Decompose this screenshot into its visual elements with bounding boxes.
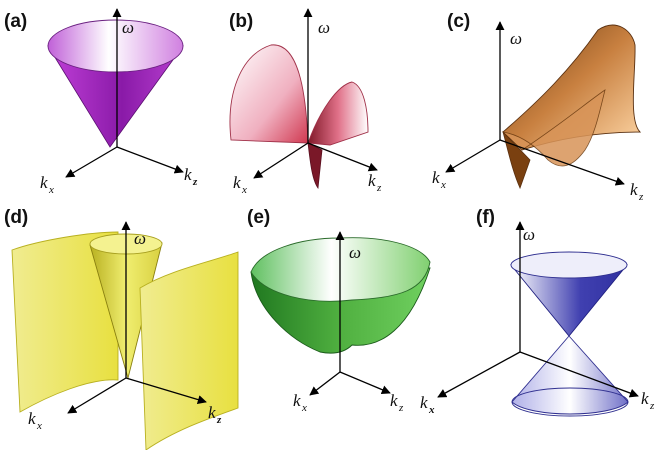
kx-axis-f (437, 351, 521, 398)
kx-label-c: k (432, 168, 440, 187)
kz-sub-a: z (192, 176, 198, 188)
kx-sub-e: x (301, 402, 307, 414)
kz-label-d: k (208, 403, 216, 422)
kx-axis-a (65, 146, 118, 178)
omega-label-e: ω (349, 243, 361, 262)
kz-sub-c: z (638, 191, 644, 203)
panel-c: (c) ω k x k z (432, 11, 644, 203)
kx-sub-b: x (241, 184, 247, 196)
panel-b: (b) ω k x k z (229, 8, 382, 196)
kz-label-f: k (641, 389, 649, 408)
omega-label-a: ω (122, 18, 134, 37)
panel-f: (f) ω k x k z (420, 207, 655, 417)
panel-label-c: (c) (447, 11, 470, 32)
omega-label-b: ω (318, 18, 330, 37)
kz-sub-f: z (649, 400, 655, 412)
panel-e: (e) ω k x k z (247, 207, 431, 414)
panel-label-e: (e) (247, 207, 270, 228)
kz-axis-b (307, 142, 378, 172)
kx-axis-c (445, 139, 501, 173)
panel-label-b: (b) (229, 11, 253, 32)
panel-label-a: (a) (4, 11, 27, 32)
panel-d: (d) ω k x k z (4, 207, 239, 450)
omega-label-c: ω (510, 29, 522, 48)
kz-label-b: k (368, 171, 376, 190)
kx-axis-d (67, 377, 127, 414)
omega-label-d: ω (134, 229, 146, 248)
kx-sub-c: x (440, 179, 446, 191)
kz-label-a: k (184, 165, 192, 184)
panel-label-d: (d) (4, 207, 28, 228)
kx-sub-a: x (48, 184, 54, 196)
kz-axis-a (116, 146, 184, 174)
kz-label-e: k (390, 391, 398, 410)
kz-axis-e (339, 371, 391, 395)
kx-label-b: k (233, 173, 241, 192)
kx-axis-e (309, 371, 341, 396)
panel-a: (a) ω k x k z (4, 8, 198, 196)
surface-c (501, 24, 642, 190)
surface-d (11, 231, 239, 450)
kz-sub-e: z (398, 402, 404, 414)
kz-axis-c (499, 139, 625, 186)
kx-label-f: k (420, 393, 428, 412)
double-cone-surface-f (510, 251, 629, 417)
kz-label-c: k (630, 180, 638, 199)
cone-surface-a (47, 19, 184, 148)
omega-label-f: ω (523, 225, 535, 244)
kx-label-a: k (40, 173, 48, 192)
panel-label-f: (f) (476, 207, 495, 228)
kx-sub-f: x (428, 404, 435, 416)
kz-axis-d (125, 377, 207, 405)
kx-label-d: k (28, 409, 36, 428)
kz-sub-d: z (216, 414, 222, 426)
kz-sub-b: z (376, 182, 382, 194)
kx-axis-b (253, 142, 309, 179)
kx-label-e: k (293, 391, 301, 410)
kx-sub-d: x (36, 420, 42, 432)
surface-b (229, 44, 369, 190)
kz-axis-f (519, 351, 639, 398)
